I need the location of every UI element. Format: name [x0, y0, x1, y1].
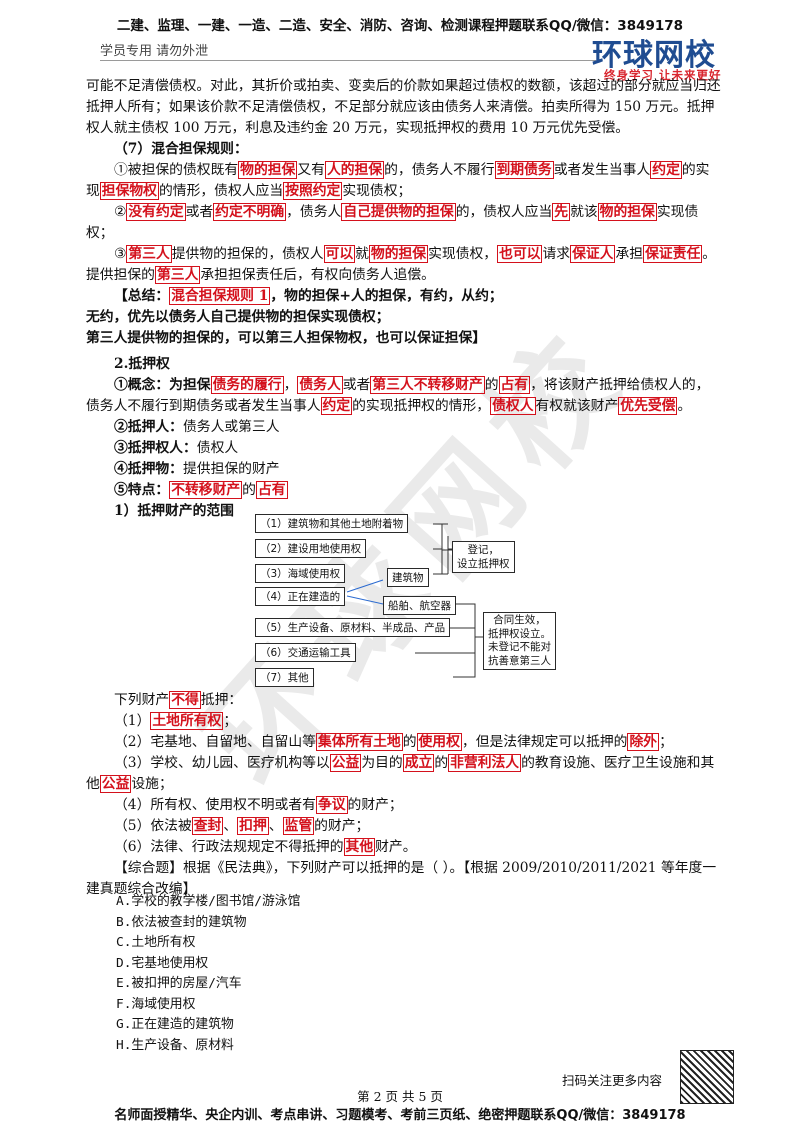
logo: 环球网校 — [592, 38, 716, 73]
header-rule — [100, 60, 596, 61]
prohibited-item-1: （1）土地所有权； — [114, 712, 238, 730]
ship-aircraft-box: 船舶、航空器 — [383, 596, 456, 615]
scope-item-4: （4）正在建造的 — [255, 587, 346, 606]
prohibited-item-3: （3）学校、幼儿园、医疗机构等以公益为目的成立的非营利法人的教育设施、医疗卫生设… — [86, 754, 715, 793]
diagram-connectors — [346, 523, 483, 678]
top-banner: 二建、监理、一建、一造、二造、安全、消防、咨询、检测课程押题联系QQ/微信：38… — [116, 18, 684, 34]
scope-item-6: （6）交通运输工具 — [255, 643, 356, 662]
scope-item-1: （1）建筑物和其他土地附着物 — [255, 514, 409, 533]
section-title: （7）混合担保规则： — [114, 141, 248, 157]
scope-item-3: （3）海域使用权 — [255, 564, 346, 583]
option-d: D.宅基地使用权 — [116, 955, 209, 971]
option-e: E.被扣押的房屋/汽车 — [116, 976, 242, 991]
effect-box: 合同生效，抵押权设立。未登记不能对抗善意第三人 — [483, 612, 556, 670]
option-a: A.学校的教学楼/图书馆/游泳馆 — [116, 894, 301, 909]
prohibited-intro: 下列财产不得抵押： — [114, 691, 243, 709]
content-mortgage: 2.抵押权 ①概念：为担保债务的履行，债务人或者第三人不转移财产的占有，将该财产… — [86, 354, 722, 522]
option-g: G.正在建造的建筑物 — [116, 1017, 234, 1032]
prohibited-item-2: （2）宅基地、自留地、自留山等集体所有土地的使用权，但是法律规定可以抵押的除外； — [114, 733, 673, 751]
option-c: C.土地所有权 — [116, 935, 196, 950]
mortgagor: ②抵押人：债务人或第三人 — [114, 419, 280, 435]
prohibited-item-5: （5）依法被查封、扣押、监管的财产； — [114, 817, 370, 835]
scope-item-7: （7）其他 — [255, 668, 314, 687]
summary-line-1: 【总结：混合担保规则 1，物的担保+人的担保，有约，从约； — [114, 287, 503, 305]
section-title: 2.抵押权 — [114, 356, 170, 372]
registration-box: 登记，设立抵押权 — [452, 541, 515, 573]
option-f: F.海域使用权 — [116, 996, 196, 1012]
scope-item-2: （2）建设用地使用权 — [255, 539, 367, 558]
scope-item-5: （5）生产设备、原材料、半成品、产品 — [255, 618, 451, 637]
scope-title: 1）抵押财产的范围 — [114, 503, 234, 519]
qr-code — [680, 1050, 734, 1104]
scope-diagram: （1）建筑物和其他土地附着物 （2）建设用地使用权 （3）海域使用权 （4）正在… — [255, 514, 600, 690]
option-b: B.依法被查封的建筑物 — [116, 914, 247, 930]
scan-text: 扫码关注更多内容 — [562, 1073, 663, 1088]
content-top: 可能不足清偿债权。对此，其折价或拍卖、变卖后的价款如果超过债权的数额，该超过的部… — [86, 76, 722, 349]
prohibited-item-4: （4）所有权、使用权不明或者有争议的财产； — [114, 796, 403, 814]
question-stem: 【综合题】根据《民法典》，下列财产可以抵押的是（ ）。【根据 2009/2010… — [86, 860, 717, 897]
subtitle: 学员专用 请勿外泄 — [100, 44, 209, 59]
building-box: 建筑物 — [387, 568, 429, 587]
summary-line-3: 第三人提供物的担保的，可以第三人担保物权，也可以保证担保】 — [86, 330, 487, 346]
summary-line-2: 无约，优先以债务人自己提供物的担保实现债权； — [86, 309, 390, 325]
collateral: ④抵押物：提供担保的财产 — [114, 461, 280, 477]
concept: ①概念：为担保债务的履行，债务人或者第三人不转移财产的占有，将该财产抵押给债权人… — [86, 376, 710, 415]
mortgagee: ③抵押权人：债权人 — [114, 440, 239, 456]
prohibited-item-6: （6）法律、行政法规规定不得抵押的其他财产。 — [114, 838, 417, 856]
rule-1: ①被担保的债权既有物的担保又有人的担保的，债务人不履行到期债务或者发生当事人约定… — [86, 161, 710, 200]
feature: ⑤特点：不转移财产的占有 — [114, 481, 288, 499]
page-number: 第 2 页 共 5 页 — [357, 1089, 443, 1104]
bottom-banner: 名师面授精华、央企内训、考点串讲、习题模考、考前三页纸、绝密押题联系QQ/微信：… — [114, 1108, 686, 1123]
option-h: H.生产设备、原材料 — [116, 1037, 234, 1053]
question-options: A.学校的教学楼/图书馆/游泳馆 B.依法被查封的建筑物 C.土地所有权 D.宅… — [86, 892, 586, 1056]
paragraph: 可能不足清偿债权。对此，其折价或拍卖、变卖后的价款如果超过债权的数额，该超过的部… — [86, 78, 721, 136]
content-prohibited: 下列财产不得抵押： （1）土地所有权； （2）宅基地、自留地、自留山等集体所有土… — [86, 690, 722, 900]
logo-slogan: 终身学习 让未来更好 — [604, 68, 722, 82]
